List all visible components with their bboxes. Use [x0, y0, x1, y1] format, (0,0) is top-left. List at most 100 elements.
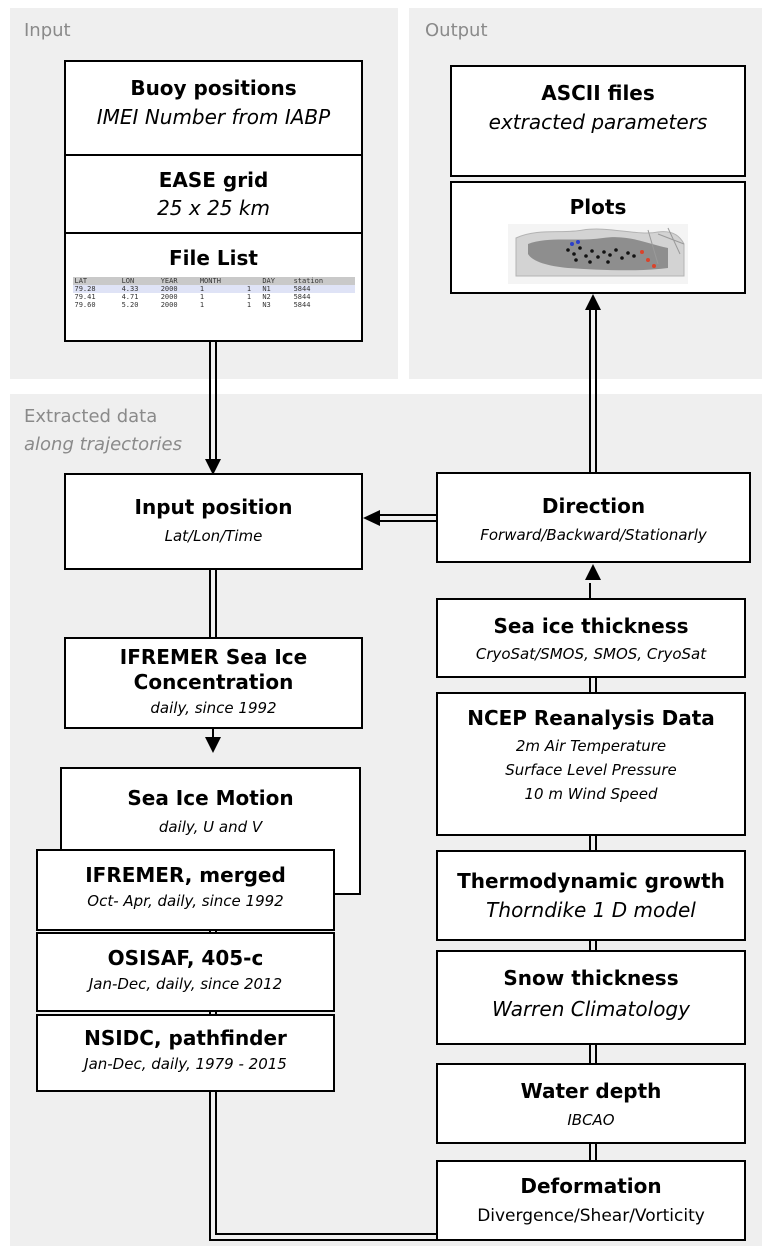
deformation-sub: Divergence/Shear/Vorticity [477, 1206, 705, 1226]
nsidc-box: NSIDC, pathfinder Jan-Dec, daily, 1979 -… [36, 1014, 335, 1092]
file-list-cell: 4.33 [119, 285, 159, 293]
file-list-cell: 5844 [293, 301, 311, 309]
file-list-header: YEAR [158, 277, 198, 285]
ifremer-concentration-box: IFREMER Sea Ice Concentration daily, sin… [64, 637, 363, 729]
file-list-cell: 5844 [293, 293, 311, 301]
ncep-reanalysis-title: NCEP Reanalysis Data [467, 706, 715, 730]
plots-box: Plots [450, 181, 746, 294]
file-list-header: station [291, 277, 355, 285]
ifremer-merged-sub: Oct- Apr, daily, since 1992 [87, 892, 284, 910]
file-list-header: MONTH [197, 277, 245, 285]
file-list-cell: 1 [246, 293, 252, 301]
file-list-cell: N3 [262, 301, 271, 309]
ncep-wind-speed: 10 m Wind Speed [524, 785, 658, 803]
connector-direction-to-output [589, 308, 597, 472]
ease-grid-title: EASE grid [158, 168, 269, 192]
snow-thickness-box: Snow thickness Warren Climatology [436, 950, 746, 1045]
file-list-box: File List LAT LON YEAR MONTH DAY station… [64, 232, 363, 342]
sea-ice-thickness-box: Sea ice thickness CryoSat/SMOS, SMOS, Cr… [436, 598, 746, 678]
ncep-reanalysis-box: NCEP Reanalysis Data 2m Air Temperature … [436, 692, 746, 836]
sea-ice-motion-sub: daily, U and V [158, 818, 263, 836]
file-list-cell: 1 [197, 285, 245, 293]
thermodynamic-growth-sub: Thorndike 1 D model [486, 898, 696, 922]
buoy-positions-box: Buoy positions IMEI Number from IABP [64, 60, 363, 156]
arrowhead-ifremer [205, 737, 221, 753]
ifremer-concentration-title-line2: Concentration [133, 670, 294, 694]
file-list-cell: 1 [244, 285, 261, 293]
file-list-cell: N1 [260, 285, 292, 293]
ascii-files-title: ASCII files [541, 81, 655, 105]
file-list-cell: 2000 [160, 301, 178, 309]
connector-input-to-ifremer [209, 570, 217, 637]
connector-direction-to-input [378, 514, 436, 522]
buoy-positions-title: Buoy positions [130, 76, 297, 100]
input-position-box: Input position Lat/Lon/Time [64, 473, 363, 570]
file-list-cell: 2000 [160, 293, 178, 301]
snow-thickness-title: Snow thickness [503, 966, 679, 990]
snow-thickness-sub: Warren Climatology [492, 997, 690, 1021]
ifremer-merged-title: IFREMER, merged [85, 863, 286, 887]
file-list-cell: 5.20 [121, 301, 139, 309]
file-list-cell: 79.28 [72, 285, 120, 293]
output-panel-label: Output [425, 20, 488, 41]
ifremer-merged-box: IFREMER, merged Oct- Apr, daily, since 1… [36, 849, 335, 931]
file-list-header: LAT [72, 277, 120, 285]
file-list-header: DAY [260, 277, 292, 285]
ifremer-concentration-sub: daily, since 1992 [150, 699, 277, 717]
plots-title: Plots [569, 195, 627, 219]
water-depth-box: Water depth IBCAO [436, 1063, 746, 1144]
ease-grid-sub: 25 x 25 km [157, 196, 270, 220]
extracted-panel-sublabel: along trajectories [24, 434, 182, 455]
water-depth-title: Water depth [520, 1079, 662, 1103]
file-list-header: LON [119, 277, 159, 285]
file-list-cell: 1 [246, 301, 252, 309]
ncep-air-temperature: 2m Air Temperature [515, 737, 667, 755]
file-list-cell: 5844 [291, 285, 355, 293]
direction-title: Direction [541, 494, 646, 518]
direction-box: Direction Forward/Backward/Stationarly [436, 472, 751, 563]
file-list-title: File List [169, 246, 258, 270]
file-list-cell: 79.41 [74, 293, 96, 301]
buoy-positions-sub: IMEI Number from IABP [96, 105, 331, 129]
sea-ice-thickness-title: Sea ice thickness [493, 614, 689, 638]
file-list-cell: 1 [199, 301, 205, 309]
nsidc-sub: Jan-Dec, daily, 1979 - 2015 [84, 1055, 287, 1073]
deformation-box: Deformation Divergence/Shear/Vorticity [436, 1160, 746, 1241]
plot-thumbnail-image [508, 224, 688, 284]
osisaf-sub: Jan-Dec, daily, since 2012 [88, 975, 283, 993]
file-list-table: LAT LON YEAR MONTH DAY station 79.28 4.3… [72, 277, 355, 309]
file-list-row: 79.60 5.20 2000 1 1 N3 5844 [73, 301, 355, 309]
direction-sub: Forward/Backward/Stationarly [480, 526, 707, 544]
connector-filelist-to-input [209, 340, 217, 459]
file-list-header-row: LAT LON YEAR MONTH DAY station [72, 277, 355, 285]
osisaf-box: OSISAF, 405-c Jan-Dec, daily, since 2012 [36, 932, 335, 1012]
ascii-files-box: ASCII files extracted parameters [450, 65, 746, 177]
file-list-row: 79.28 4.33 2000 1 1 N1 5844 [72, 285, 355, 293]
ease-grid-box: EASE grid 25 x 25 km [64, 154, 363, 234]
connector-column-right [589, 583, 597, 1160]
arrowhead-input [205, 459, 221, 475]
file-list-cell: 2000 [158, 285, 198, 293]
sea-ice-thickness-sub: CryoSat/SMOS, SMOS, CryoSat [475, 645, 707, 663]
water-depth-sub: IBCAO [567, 1111, 615, 1129]
arrowhead-plots [585, 294, 601, 310]
file-list-cell: 1 [199, 293, 205, 301]
ifremer-concentration-title-line1: IFREMER Sea Ice [119, 645, 308, 669]
file-list-header [244, 277, 261, 285]
nsidc-title: NSIDC, pathfinder [84, 1026, 287, 1050]
file-list-cell: N2 [262, 293, 271, 301]
file-list-cell: 4.71 [121, 293, 139, 301]
input-position-sub: Lat/Lon/Time [164, 527, 263, 545]
ncep-surface-pressure: Surface Level Pressure [505, 761, 677, 779]
file-list-cell: 79.60 [74, 301, 96, 309]
ascii-files-sub: extracted parameters [488, 110, 708, 134]
input-position-title: Input position [134, 495, 293, 519]
arrowhead-direction [585, 564, 601, 580]
input-panel-label: Input [24, 20, 71, 41]
deformation-title: Deformation [520, 1174, 662, 1198]
file-list-row: 79.41 4.71 2000 1 1 N2 5844 [73, 293, 355, 301]
thermodynamic-growth-box: Thermodynamic growth Thorndike 1 D model [436, 850, 746, 941]
extracted-panel-label: Extracted data [24, 406, 158, 427]
thermodynamic-growth-title: Thermodynamic growth [457, 869, 725, 893]
osisaf-title: OSISAF, 405-c [107, 946, 264, 970]
